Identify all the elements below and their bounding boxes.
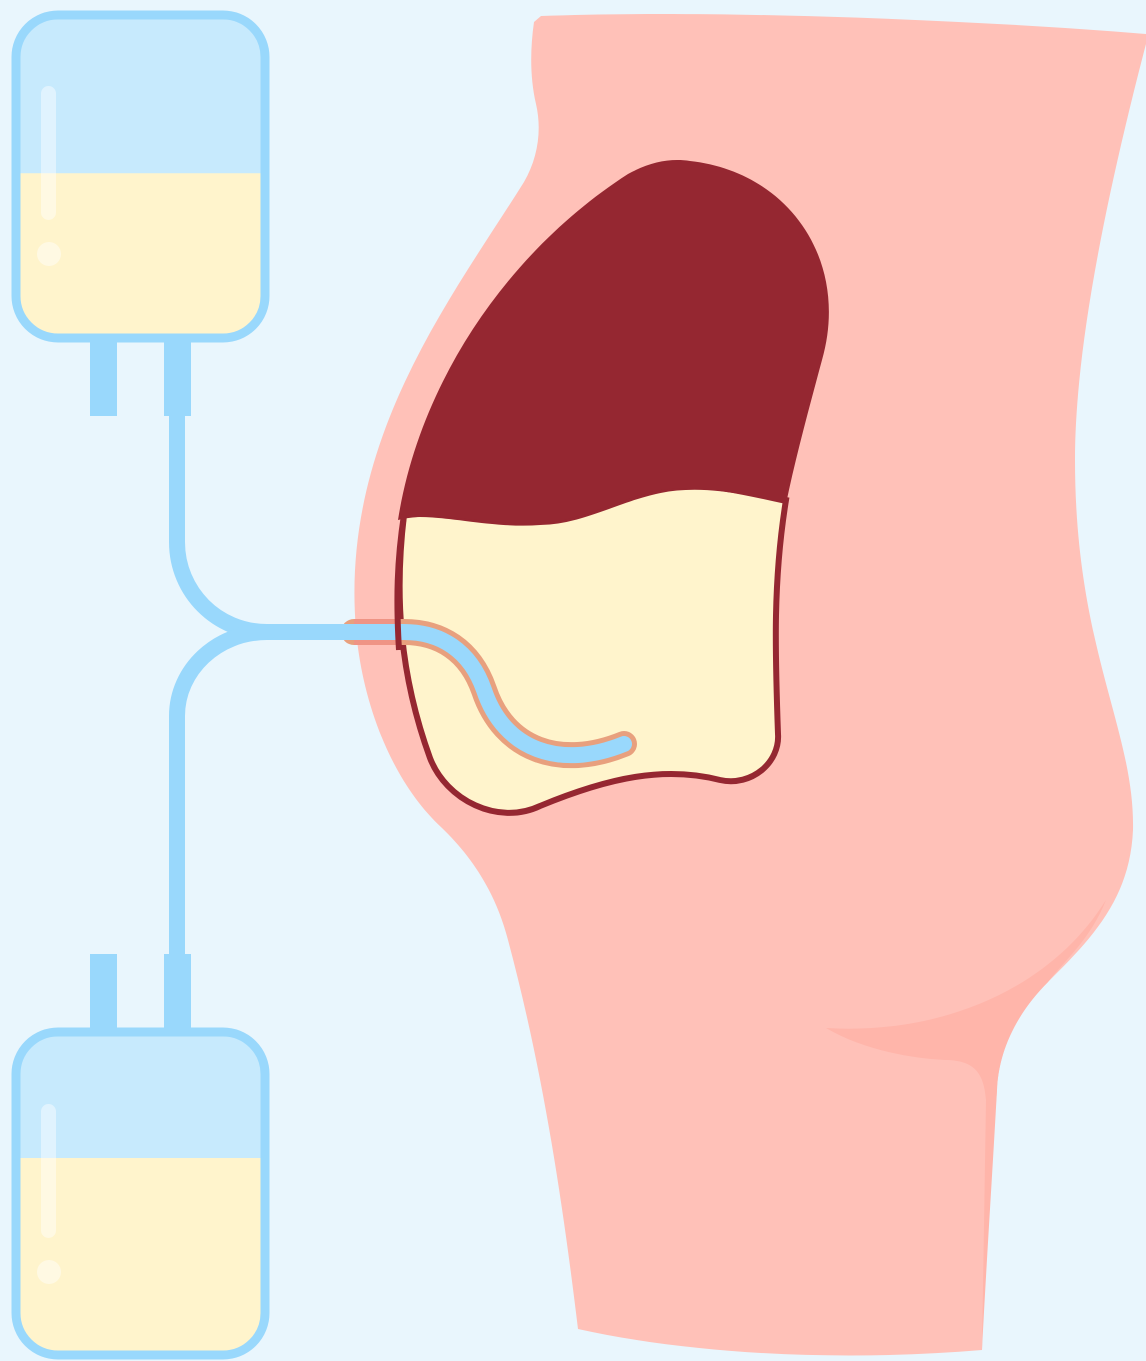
drain-bag-highlight-dot xyxy=(37,1260,61,1284)
fluid-bag-port-left xyxy=(90,338,117,416)
drain-bag-port-left xyxy=(90,954,117,1034)
fluid-bag-highlight-bar xyxy=(41,86,56,220)
drain-bag-highlight-bar xyxy=(41,1104,56,1238)
drain-bag-port-right xyxy=(164,954,191,1034)
fluid-bag-port-right xyxy=(164,338,191,416)
fluid-bag-highlight-dot xyxy=(37,242,61,266)
